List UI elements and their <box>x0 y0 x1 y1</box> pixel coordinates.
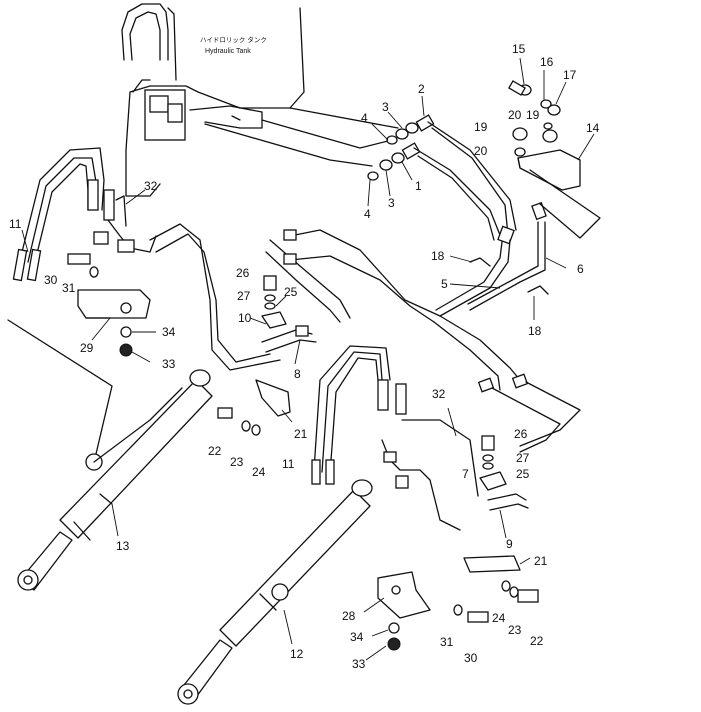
cylinder-12 <box>177 479 373 705</box>
callout-17: 17 <box>563 68 577 82</box>
callout-13: 13 <box>116 539 130 553</box>
callout-3: 3 <box>388 196 395 210</box>
callout-26: 26 <box>236 266 250 280</box>
callout-21: 21 <box>534 554 548 568</box>
callout-8: 8 <box>294 367 301 381</box>
bracket-14 <box>508 80 581 191</box>
bracket-29 <box>67 253 151 357</box>
callout-31: 31 <box>440 635 454 649</box>
callout-5: 5 <box>441 277 448 291</box>
bracket-28 <box>377 571 489 651</box>
callout-24: 24 <box>492 611 506 625</box>
callout-4: 4 <box>364 207 371 221</box>
clamp-8-10 <box>217 275 317 436</box>
middle-pipes <box>265 229 581 453</box>
tank-label-japanese: ハイドロリック タンク <box>200 35 267 44</box>
callout-1: 1 <box>415 179 422 193</box>
callout-33: 33 <box>352 657 366 671</box>
callout-34: 34 <box>350 630 364 644</box>
callout-27: 27 <box>516 451 530 465</box>
callout-19: 19 <box>526 108 540 122</box>
callout-18: 18 <box>431 249 445 263</box>
callout-16: 16 <box>540 55 554 69</box>
callout-26: 26 <box>514 427 528 441</box>
callout-29: 29 <box>80 341 94 355</box>
callout-20: 20 <box>474 144 488 158</box>
callout-23: 23 <box>230 455 244 469</box>
tank-return-lines <box>204 107 399 167</box>
callout-23: 23 <box>508 623 522 637</box>
right-hoses <box>311 345 479 531</box>
callout-11: 11 <box>282 457 295 471</box>
hydraulic-tank: ハイドロリック タンク Hydraulic Tank <box>121 3 305 197</box>
callout-32: 32 <box>144 179 158 193</box>
callout-32: 32 <box>432 387 446 401</box>
cylinder-13 <box>7 319 213 591</box>
callout-20: 20 <box>508 108 522 122</box>
callout-6: 6 <box>577 262 584 276</box>
callout-19: 19 <box>474 120 488 134</box>
callout-25: 25 <box>516 467 530 481</box>
callout-14: 14 <box>586 121 600 135</box>
callout-11: 11 <box>9 217 22 231</box>
callout-18: 18 <box>528 324 542 338</box>
callout-30: 30 <box>464 651 478 665</box>
callout-12: 12 <box>290 647 304 661</box>
callout-27: 27 <box>237 289 251 303</box>
callout-4: 4 <box>361 111 368 125</box>
callout-21: 21 <box>294 427 308 441</box>
callout-24: 24 <box>252 465 266 479</box>
callout-10: 10 <box>238 311 252 325</box>
callout-15: 15 <box>512 42 526 56</box>
callout-3: 3 <box>382 100 389 114</box>
tank-label-english: Hydraulic Tank <box>205 48 251 55</box>
callout-22: 22 <box>530 634 544 648</box>
clamp-7-9 <box>463 435 539 603</box>
leader-lines <box>21 57 595 661</box>
callout-28: 28 <box>342 609 356 623</box>
callout-22: 22 <box>208 444 222 458</box>
callout-33: 33 <box>162 357 176 371</box>
callout-31: 31 <box>62 281 76 295</box>
callout-9: 9 <box>506 537 513 551</box>
callout-34: 34 <box>162 325 176 339</box>
callout-7: 7 <box>462 467 469 481</box>
callout-numbers: 15 16 17 2 3 4 20 19 19 14 20 1 3 4 32 1… <box>9 42 600 671</box>
callout-2: 2 <box>418 82 425 96</box>
pipes-5-6 <box>435 169 601 317</box>
callout-30: 30 <box>44 273 58 287</box>
left-hoses <box>12 147 281 371</box>
callout-25: 25 <box>284 285 298 299</box>
